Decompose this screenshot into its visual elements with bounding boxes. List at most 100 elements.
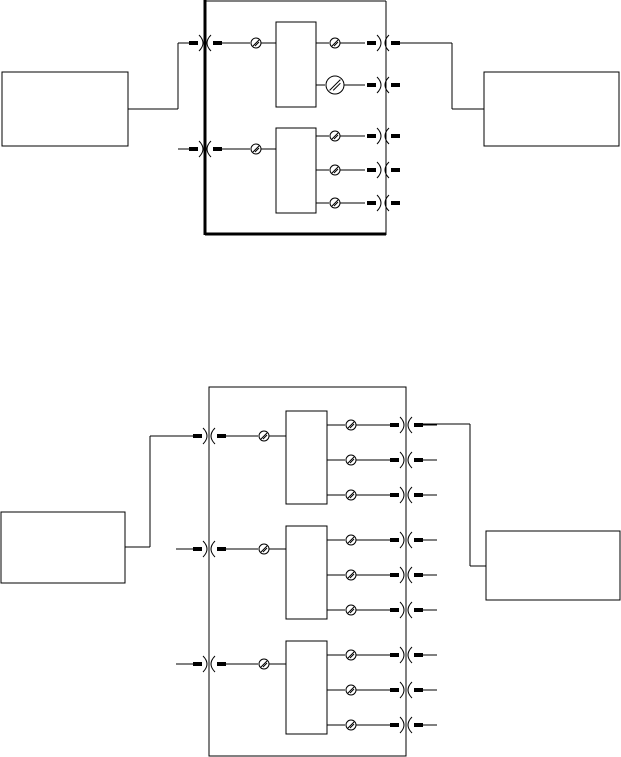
- splitter-box: [285, 640, 328, 735]
- attenuator-arrow: [329, 79, 341, 91]
- attenuator-arrow: [331, 39, 339, 47]
- attenuator-icon: [345, 569, 357, 581]
- fiber-adapter-icon: [390, 486, 423, 504]
- adapter-arc-left: [399, 646, 405, 664]
- adapter-arc-left: [376, 34, 382, 52]
- fiber-adapter-icon: [367, 127, 400, 145]
- adapter-arc-right: [407, 681, 413, 699]
- attenuator-arrow: [347, 651, 355, 659]
- attenuator-icon: [345, 534, 357, 546]
- attenuator-icon: [250, 37, 262, 49]
- attenuator-hatch: [349, 423, 355, 429]
- connector-plug: [193, 662, 202, 666]
- fiber-adapter-icon: [390, 451, 423, 469]
- connector-plug: [193, 547, 202, 551]
- adapter-arc-right: [384, 76, 390, 94]
- fiber-adapter-icon: [390, 646, 423, 664]
- attenuator-arrow: [252, 39, 260, 47]
- attenuator-arrow: [331, 199, 339, 207]
- connector-plug: [213, 41, 222, 45]
- fiber-adapter-icon: [367, 34, 400, 52]
- fiber-adapter-icon: [189, 140, 222, 158]
- attenuator-icon: [329, 197, 341, 209]
- connector-plug: [390, 538, 399, 542]
- connector-plug: [414, 423, 423, 427]
- adapter-arc-right: [407, 531, 413, 549]
- fiber-adapter-icon: [390, 531, 423, 549]
- attenuator-arrow: [260, 545, 268, 553]
- connector-plug: [367, 41, 376, 45]
- adapter-arc-left: [399, 566, 405, 584]
- adapter-arc-right: [384, 161, 390, 179]
- connector-plug: [414, 573, 423, 577]
- adapter-arc-left: [376, 127, 382, 145]
- adapter-arc-left: [399, 486, 405, 504]
- connector-plug: [391, 83, 400, 87]
- attenuator-arrow: [347, 721, 355, 729]
- connector-plug: [391, 201, 400, 205]
- connector-plug: [193, 434, 202, 438]
- connector-plug: [367, 168, 376, 172]
- adapter-arc-left: [202, 655, 208, 673]
- adapter-arc-left: [202, 427, 208, 445]
- fiber-adapter-icon: [390, 566, 423, 584]
- attenuator-icon: [325, 75, 345, 95]
- fiber-adapter-icon: [193, 427, 226, 445]
- connector-plug: [367, 201, 376, 205]
- fiber-adapter-icon: [390, 416, 423, 434]
- adapter-arc-right: [407, 416, 413, 434]
- fiber-adapter-icon: [390, 716, 423, 734]
- attenuator-icon: [345, 649, 357, 661]
- connector-plug: [217, 662, 226, 666]
- adapter-arc-right: [206, 34, 212, 52]
- adapter-arc-right: [407, 486, 413, 504]
- connector-plug: [390, 458, 399, 462]
- attenuator-hatch: [349, 458, 355, 464]
- adapter-arc-left: [376, 76, 382, 94]
- adapter-arc-left: [376, 194, 382, 212]
- attenuator-hatch: [262, 434, 268, 440]
- connector-plug: [391, 41, 400, 45]
- attenuator-arrow: [347, 536, 355, 544]
- attenuator-hatch: [333, 168, 339, 174]
- top-diagram: [1, 0, 620, 236]
- connector-plug: [414, 538, 423, 542]
- connector-plug: [217, 547, 226, 551]
- attenuator-hatch: [349, 573, 355, 579]
- fiber-adapter-icon: [193, 655, 226, 673]
- attenuator-hatch: [349, 493, 355, 499]
- adapter-arc-right: [210, 427, 216, 445]
- right-equipment-box: [483, 71, 620, 147]
- connector-plug: [367, 83, 376, 87]
- connector-plug: [414, 493, 423, 497]
- attenuator-arrow: [347, 571, 355, 579]
- attenuator-icon: [329, 130, 341, 142]
- attenuator-icon: [345, 419, 357, 431]
- attenuator-hatch: [262, 662, 268, 668]
- fiber-adapter-icon: [367, 161, 400, 179]
- attenuator-icon: [345, 684, 357, 696]
- attenuator-hatch: [349, 538, 355, 544]
- attenuator-hatch: [349, 688, 355, 694]
- splitter-box: [275, 127, 317, 214]
- attenuator-hatch: [332, 82, 341, 91]
- adapter-arc-right: [210, 540, 216, 558]
- attenuator-icon: [345, 489, 357, 501]
- left-equipment-box: [1, 71, 129, 147]
- attenuator-hatch: [254, 41, 260, 47]
- bottom-diagram: [0, 386, 621, 757]
- adapter-arc-left: [399, 416, 405, 434]
- attenuator-arrow: [260, 432, 268, 440]
- connector-plug: [390, 423, 399, 427]
- adapter-arc-left: [399, 716, 405, 734]
- attenuator-icon: [250, 143, 262, 155]
- connector-plug: [390, 608, 399, 612]
- splitter-box: [275, 21, 317, 108]
- adapter-arc-left: [399, 451, 405, 469]
- attenuator-hatch: [333, 41, 339, 47]
- attenuator-hatch: [349, 608, 355, 614]
- fiber-adapter-icon: [367, 76, 400, 94]
- adapter-arc-left: [399, 681, 405, 699]
- attenuator-icon: [258, 543, 270, 555]
- right-equipment-box: [485, 530, 621, 601]
